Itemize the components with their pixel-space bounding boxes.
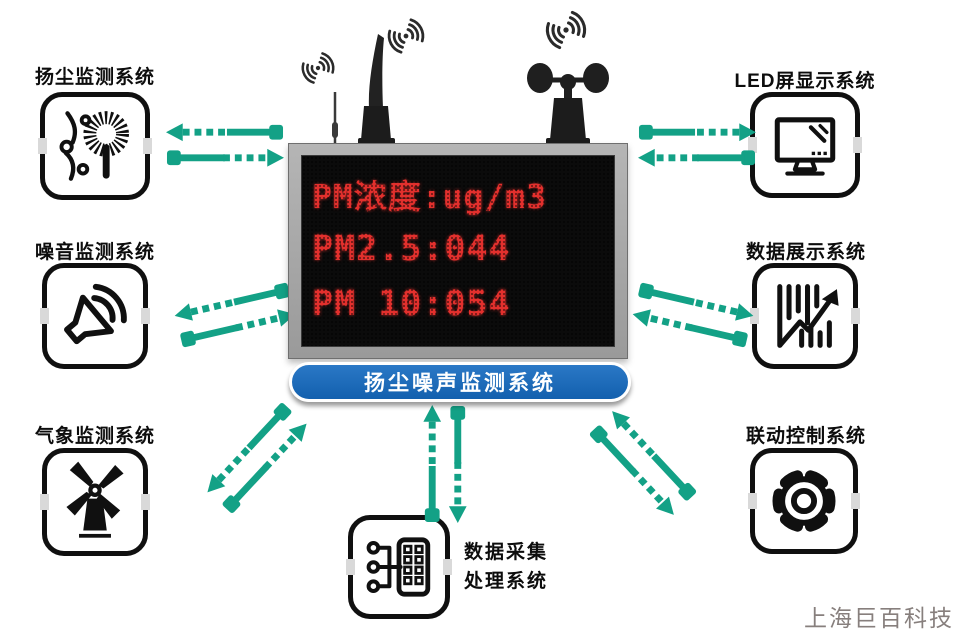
noise-module-box bbox=[40, 263, 150, 369]
small-antenna bbox=[328, 92, 342, 150]
data-collect-label-line1: 数据采集 bbox=[464, 542, 549, 563]
led-module-label: LED屏显示系统 bbox=[734, 71, 876, 92]
arrow-pair-noise bbox=[172, 279, 297, 350]
system-title-banner: 扬尘噪声监测系统 bbox=[289, 362, 631, 402]
data-display-module-label: 数据展示系统 bbox=[745, 242, 866, 263]
wireless-signal-icon bbox=[301, 52, 335, 84]
led-line-pm25: PM2.5:044 bbox=[312, 229, 511, 270]
control-module-box bbox=[748, 448, 860, 554]
arrow-pair-data-collect bbox=[422, 405, 468, 523]
data-collect-label-line2: 处理系统 bbox=[464, 571, 549, 592]
control-module-label: 联动控制系统 bbox=[745, 426, 866, 447]
arrow-pair-control bbox=[586, 404, 700, 522]
weather-module-label: 气象监测系统 bbox=[34, 426, 155, 447]
watermark-text: 上海巨百科技 bbox=[804, 605, 954, 631]
noise-module-label: 噪音监测系统 bbox=[34, 242, 155, 263]
monitor-icon bbox=[774, 117, 836, 176]
led-display-panel: PM浓度:ug/m3 PM2.5:044 PM 10:054 bbox=[288, 143, 628, 359]
led-screen: PM浓度:ug/m3 PM2.5:044 PM 10:054 bbox=[301, 155, 615, 347]
data-display-module-box bbox=[750, 263, 860, 369]
windmill-icon bbox=[66, 461, 124, 538]
arrow-pair-dust bbox=[166, 122, 284, 168]
dust-module-box bbox=[38, 92, 152, 200]
arrow-pair-led bbox=[638, 122, 756, 168]
weather-module-box bbox=[40, 448, 150, 556]
large-antenna bbox=[358, 34, 395, 146]
dust-module-label: 扬尘监测系统 bbox=[34, 67, 155, 88]
bar-chart-arrow-icon bbox=[777, 284, 839, 348]
wireless-signal-icon bbox=[387, 18, 425, 54]
speaker-icon bbox=[64, 283, 127, 345]
led-line-pm10: PM 10:054 bbox=[312, 283, 511, 324]
gear-icon bbox=[772, 469, 836, 533]
data-collect-module-box bbox=[346, 515, 452, 619]
arrow-pair-data-display bbox=[630, 279, 755, 350]
led-module-box bbox=[748, 92, 862, 198]
wireless-signal-icon bbox=[545, 10, 587, 50]
led-line-pm-concentration: PM浓度:ug/m3 bbox=[312, 177, 547, 217]
dust-brush-icon bbox=[59, 111, 129, 181]
arrow-pair-weather bbox=[200, 399, 314, 517]
data-collect-module-label: 数据采集 处理系统 bbox=[464, 538, 548, 596]
anemometer bbox=[527, 63, 609, 147]
data-collect-icon bbox=[366, 537, 431, 597]
system-title-text: 扬尘噪声监测系统 bbox=[364, 372, 556, 395]
